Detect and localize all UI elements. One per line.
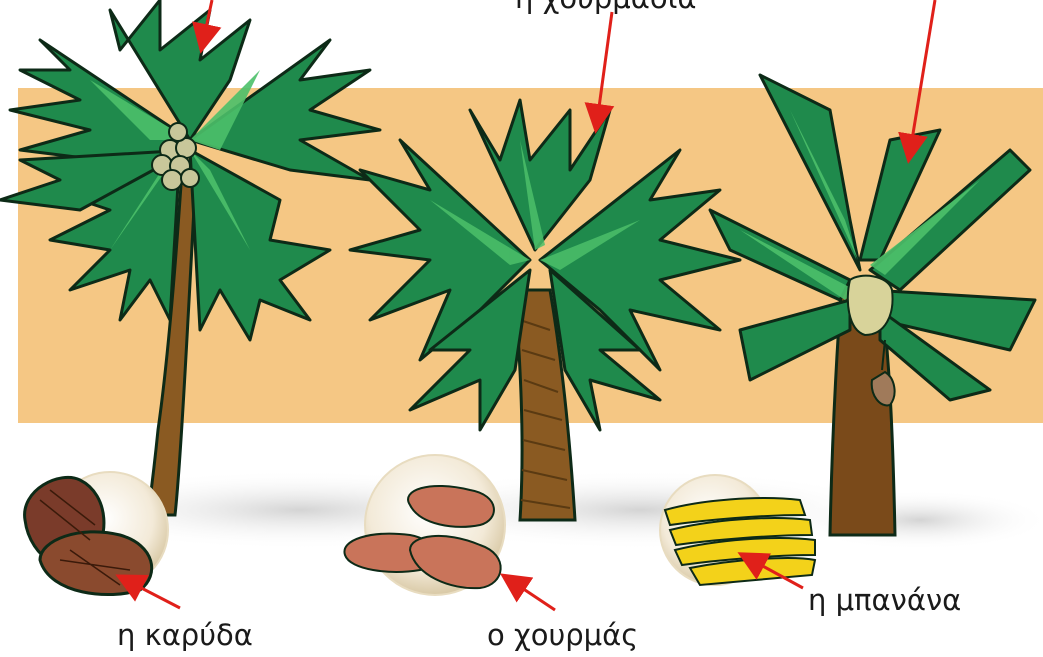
date-palm-label: η χουρμαδιά (515, 0, 697, 13)
coconut-fruit-icon (25, 472, 168, 595)
ground-shadow (790, 490, 1043, 550)
banana-fruit-label: η μπανάνα (808, 586, 961, 615)
coconut-fruit-label: η καρύδα (117, 621, 253, 650)
date-fruit-label: ο χουρμάς (487, 621, 638, 650)
